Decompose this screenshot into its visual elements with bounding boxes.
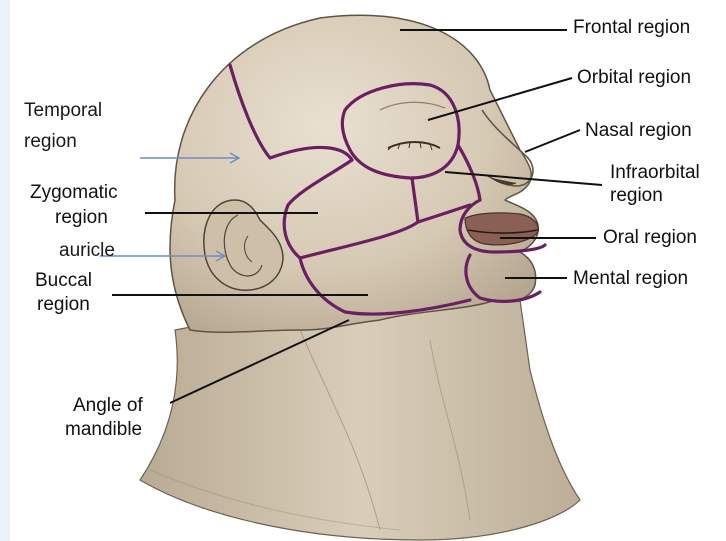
label-nasal-region: Nasal region: [585, 120, 692, 142]
label-auricle: auricle: [59, 240, 115, 262]
label-frontal-region: Frontal region: [573, 17, 690, 39]
label-buccal-line1: Buccal: [35, 270, 92, 292]
label-zygomatic-line2: region: [55, 207, 108, 229]
neck: [140, 300, 580, 540]
label-infraorbital-line1: Infraorbital: [610, 162, 700, 184]
label-angle-line1: Angle of: [73, 395, 143, 417]
nasal-leader: [525, 130, 580, 152]
label-temporal-line1: Temporal: [24, 100, 102, 122]
lips: [465, 213, 538, 245]
label-temporal-line2: region: [24, 131, 77, 153]
label-infraorbital-line2: region: [610, 185, 663, 207]
label-angle-line2: mandible: [65, 419, 142, 441]
label-zygomatic-line1: Zygomatic: [30, 182, 118, 204]
label-buccal-line2: region: [37, 294, 90, 316]
label-mental-region: Mental region: [573, 268, 688, 290]
label-orbital-region: Orbital region: [577, 67, 691, 89]
label-oral-region: Oral region: [603, 227, 697, 249]
